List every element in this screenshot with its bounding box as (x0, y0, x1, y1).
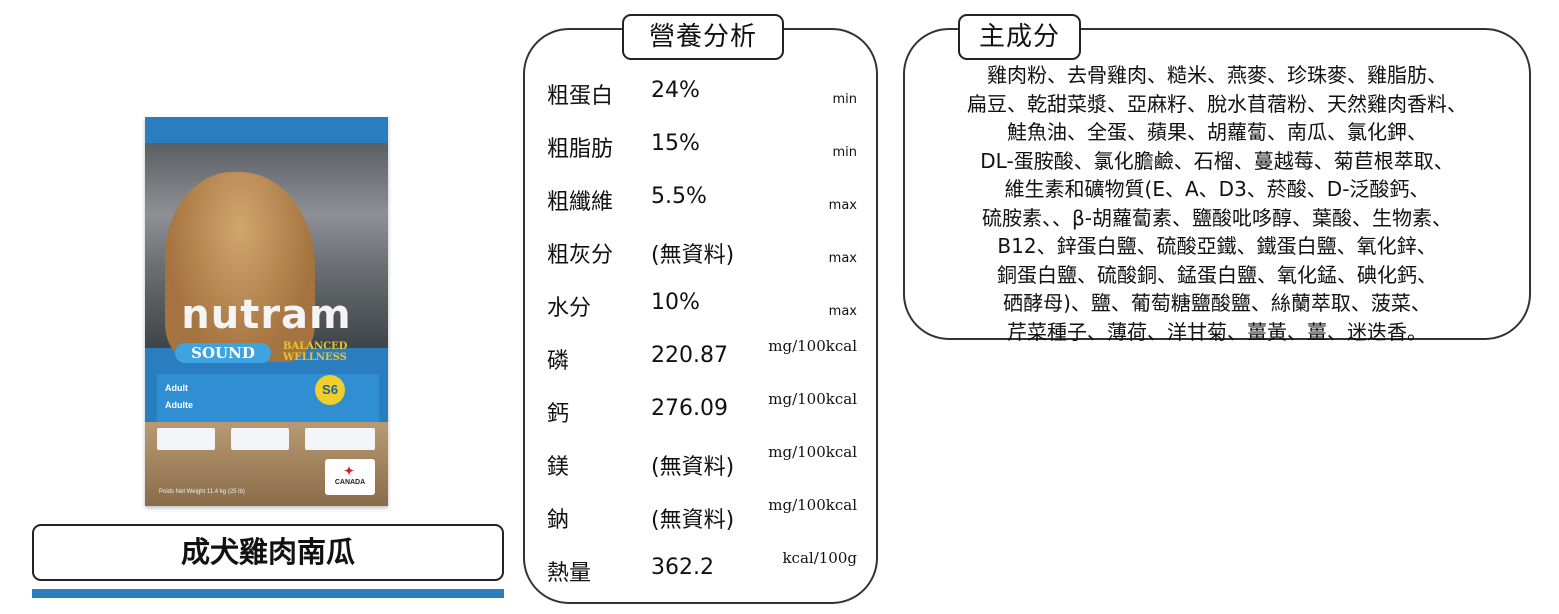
feature-chip (305, 428, 375, 450)
ingredients-line: DL-蛋胺酸、氯化膽鹼、石榴、蔓越莓、菊苣根萃取、 (980, 148, 1454, 173)
nutrient-value: 220.87 (651, 343, 728, 368)
nutrient-label: 粗灰分 (547, 243, 614, 268)
maple-leaf-icon: ✦ (344, 464, 355, 478)
ingredients-line: 維生素和礦物質(E、A、D3、菸酸、D-泛酸鈣、 (1004, 177, 1430, 201)
nutrition-row: 粗脂肪 15% min (523, 125, 878, 165)
net-weight: Poids Net Weight 11.4 kg (25 lb) (159, 489, 245, 495)
ingredients-line: 芹菜種子、薄荷、洋甘菊、薑黃、薑、迷迭香。 (1007, 319, 1427, 344)
origin-badge: ✦CANADA (325, 459, 375, 495)
ingredients-line: 扁豆、乾甜菜漿、亞麻籽、脫水苜蓿粉、天然雞肉香料、 (967, 91, 1467, 116)
nutrition-row: 水分 10% max (523, 284, 878, 324)
feature-chip (231, 428, 289, 450)
ingredients-title: 主成分 (958, 14, 1081, 60)
nutrient-label: 粗纖維 (547, 190, 614, 215)
nutrient-value: 10% (651, 290, 700, 315)
nutrient-unit: max (828, 251, 857, 266)
ingredients-panel (903, 28, 1531, 340)
variant-fr: Adulte (165, 400, 193, 410)
line-badge: SOUND (175, 343, 271, 363)
nutrient-unit: mg/100kcal (768, 496, 857, 514)
nutrient-label: 水分 (547, 296, 592, 321)
nutrition-row: 磷 220.87 mg/100kcal (523, 337, 878, 377)
nutrition-row: 鈣 276.09 mg/100kcal (523, 390, 878, 430)
nutrient-value: (無資料) (651, 455, 735, 480)
nutrient-unit: min (832, 92, 857, 107)
nutrient-unit: kcal/100g (782, 549, 857, 567)
nutrient-value: 15% (651, 131, 700, 156)
ingredients-line: 雞肉粉、去骨雞肉、糙米、燕麥、珍珠麥、雞脂肪、 (987, 63, 1447, 87)
nutrient-unit: min (832, 145, 857, 160)
nutrient-value: 5.5% (651, 184, 707, 209)
nutrition-title: 營養分析 (622, 14, 784, 60)
nutrition-row: 鈉 (無資料) mg/100kcal (523, 496, 878, 536)
ingredients-line: 硒酵母)、鹽、葡萄糖鹽酸鹽、絲蘭萃取、菠菜、 (1003, 291, 1431, 315)
nutrient-value: 24% (651, 78, 700, 103)
nutrition-row: 粗纖維 5.5% max (523, 178, 878, 218)
nutrient-value: 276.09 (651, 396, 728, 421)
nutrient-label: 粗蛋白 (547, 84, 614, 109)
nutrient-label: 熱量 (547, 561, 592, 586)
nutrition-row: 粗灰分 (無資料) max (523, 231, 878, 271)
dog-figure (165, 172, 315, 362)
ingredients-text: 雞肉粉、去骨雞肉、糙米、燕麥、珍珠麥、雞脂肪、扁豆、乾甜菜漿、亞麻籽、脫水苜蓿粉… (905, 61, 1529, 346)
nutrient-unit: max (828, 198, 857, 213)
ingredients-line: 鮭魚油、全蛋、蘋果、胡蘿蔔、南瓜、氯化鉀、 (1007, 120, 1427, 144)
nutrient-label: 鈣 (547, 402, 570, 427)
nutrient-unit: mg/100kcal (768, 443, 857, 461)
origin-text: CANADA (334, 479, 366, 486)
code-badge: S6 (315, 375, 345, 405)
ingredients-line: B12、鋅蛋白鹽、硫酸亞鐵、鐵蛋白鹽、氧化鋅、 (997, 234, 1437, 258)
nutrient-unit: max (828, 304, 857, 319)
nutrition-row: 粗蛋白 24% min (523, 72, 878, 112)
tagline: BALANCED WELLNESS (283, 341, 348, 363)
nutrient-value: 362.2 (651, 555, 714, 580)
ingredients-line: 銅蛋白鹽、硫酸銅、錳蛋白鹽、氧化錳、碘化鈣、 (997, 262, 1437, 287)
variant-en: Adult (165, 383, 188, 393)
nutrient-unit: mg/100kcal (768, 337, 857, 355)
product-name: 成犬雞肉南瓜 (32, 524, 504, 581)
nutrient-label: 粗脂肪 (547, 137, 614, 162)
nutrient-label: 鈉 (547, 508, 570, 533)
nutrition-panel (523, 28, 878, 604)
nutrition-row: 熱量 362.2 kcal/100g (523, 549, 878, 589)
accent-bar (32, 589, 504, 598)
nutrient-label: 磷 (547, 349, 570, 374)
feature-chip (157, 428, 215, 450)
nutrition-row: 鎂 (無資料) mg/100kcal (523, 443, 878, 483)
nutrient-value: (無資料) (651, 243, 735, 268)
brand-logo: nutram (181, 292, 352, 338)
nutrient-label: 鎂 (547, 455, 570, 480)
nutrient-unit: mg/100kcal (768, 390, 857, 408)
ingredients-line: 硫胺素、、β-胡蘿蔔素、鹽酸吡哆醇、葉酸、生物素、 (982, 205, 1452, 230)
nutrient-value: (無資料) (651, 508, 735, 533)
